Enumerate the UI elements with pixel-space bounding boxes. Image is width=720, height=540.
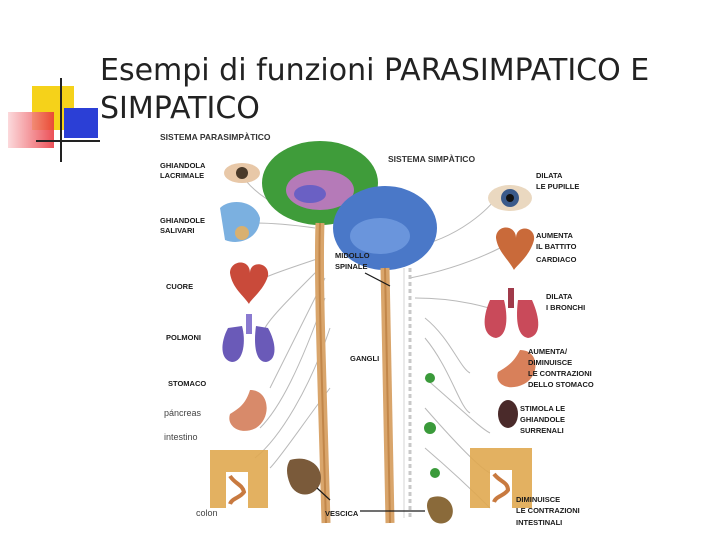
label-bronchi-2: I BRONCHI (546, 303, 585, 312)
logo-vertical-line (60, 78, 62, 162)
brain-blue (333, 186, 437, 270)
heart-icon-left (230, 262, 269, 304)
title-line-1: Esempi di funzioni PARASIMPATICO E (100, 53, 650, 88)
lungs-icon-right (484, 288, 539, 338)
label-ganglia: GANGLI (350, 354, 379, 363)
adrenal-gland-icon (498, 400, 518, 428)
label-lacrimal-1: GHIANDOLA (160, 161, 206, 170)
title-line-2: SIMPATICO (100, 91, 260, 126)
label-stomach-effect-3: LE CONTRAZIONI (528, 369, 592, 378)
intestine-icon-left (210, 450, 268, 508)
sympathetic-header: SISTEMA SIMPÀTICO (388, 154, 475, 164)
label-intestinal-3: INTESTINALI (516, 518, 562, 527)
stomach-icon-right (497, 350, 536, 388)
label-spinal-2: SPINALE (335, 262, 368, 271)
label-bladder: VESCICA (325, 509, 359, 518)
label-intestinal-2: LE CONTRAZIONI (516, 506, 580, 515)
parasympathetic-header: SISTEMA PARASIMPÀTICO (160, 132, 271, 142)
label-pupils-1: DILATA (536, 171, 563, 180)
label-intestinal-1: DIMINUISCE (516, 495, 560, 504)
logo-horizontal-line (36, 140, 100, 142)
label-heartbeat-1: AUMENTA (536, 231, 574, 240)
label-heart: CUORE (166, 282, 193, 291)
sympathetic-chain (403, 268, 412, 518)
logo-blue-block (64, 108, 98, 138)
pointer-lines (316, 272, 425, 512)
label-adrenal-1: STIMOLA LE (520, 404, 565, 413)
ganglion-dot (424, 422, 436, 434)
label-heartbeat-2: IL BATTITO (536, 242, 577, 251)
label-salivary-1: GHIANDOLE (160, 216, 205, 225)
label-stomach-effect-4: DELLO STOMACO (528, 380, 594, 389)
label-stomach-effect-2: DIMINUISCE (528, 358, 572, 367)
label-salivary-2: SALIVARI (160, 226, 194, 235)
logo-red-block (8, 112, 54, 148)
intestine-icon-right (470, 448, 532, 508)
label-adrenal-3: SURRENALI (520, 426, 564, 435)
label-spinal-1: MIDOLLO (335, 251, 370, 260)
label-heartbeat-3: CARDIACO (536, 255, 577, 264)
label-stomach-effect-1: AUMENTA/ (528, 347, 568, 356)
label-pancreas: páncreas (164, 408, 202, 418)
bladder-icon-right (427, 496, 453, 524)
label-lacrimal-2: LACRIMALE (160, 171, 204, 180)
lungs-icon-left (222, 314, 275, 362)
eye-icon-right (488, 185, 532, 211)
eye-icon-left (224, 163, 260, 183)
label-adrenal-2: GHIANDOLE (520, 415, 565, 424)
slide-title: Esempi di funzioni PARASIMPATICO E SIMPA… (100, 52, 710, 128)
label-lungs: POLMONI (166, 333, 201, 342)
right-organs (427, 185, 539, 524)
label-pupils-2: LE PUPILLE (536, 182, 579, 191)
left-organs (210, 163, 321, 508)
label-bronchi-1: DILATA (546, 292, 573, 301)
heart-icon-right (496, 227, 535, 270)
stomach-icon-left (229, 390, 267, 431)
ganglia (424, 373, 440, 478)
label-stomach: STOMACO (168, 379, 206, 388)
nervous-system-diagram: SISTEMA PARASIMPÀTICO SISTEMA SIMPÀTICO … (160, 132, 594, 527)
label-colon: colon (196, 508, 218, 518)
ganglion-dot (425, 373, 435, 383)
label-intestine: intestino (164, 432, 198, 442)
bladder-icon (287, 458, 321, 495)
salivary-glands-icon (220, 202, 260, 242)
ganglion-dot (430, 468, 440, 478)
